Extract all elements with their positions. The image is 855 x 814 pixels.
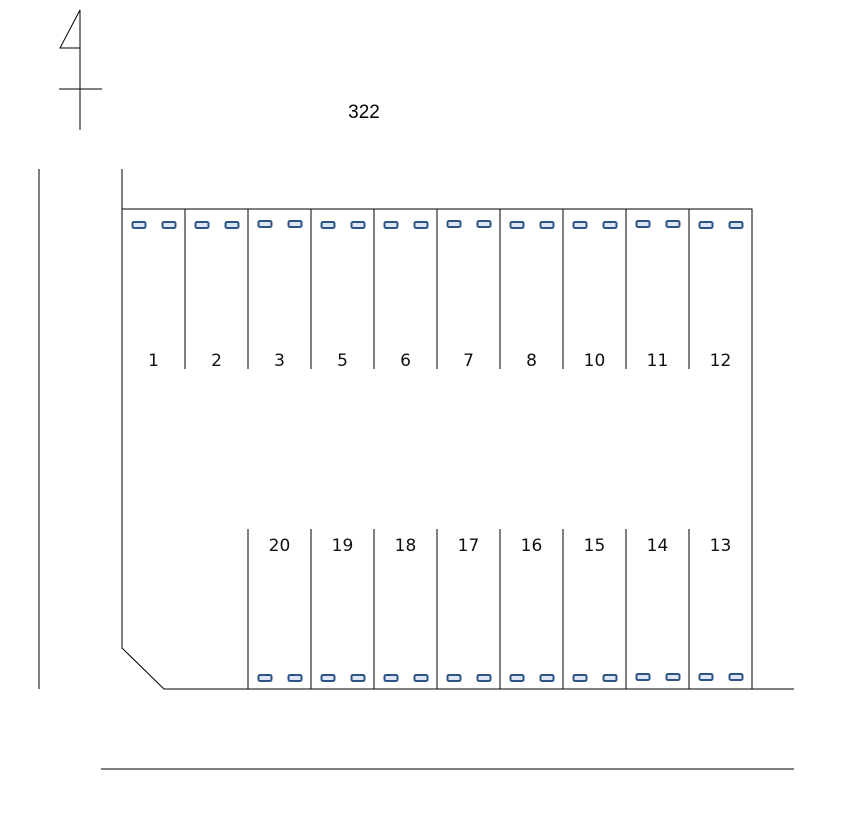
- stall-number: 17: [458, 536, 480, 556]
- wheel-stop-icon: [413, 221, 429, 229]
- wheel-stop-icon: [509, 221, 525, 229]
- bottom-row-stall-numbers: 20 19 18 17 16 15 14 13: [269, 536, 732, 556]
- wheel-stop-icon: [602, 674, 618, 682]
- wheel-stop-icon: [446, 220, 462, 228]
- wheel-stop-icon: [602, 221, 618, 229]
- wheel-stop-icon: [665, 673, 681, 681]
- stall-number: 1: [148, 351, 159, 371]
- stall-number: 14: [647, 536, 669, 556]
- wheel-stop-icon: [572, 221, 588, 229]
- wheel-stop-icon: [476, 674, 492, 682]
- wheel-stop-icon: [383, 674, 399, 682]
- wheel-stop-icon: [257, 674, 273, 682]
- wheel-stop-icon: [131, 221, 147, 229]
- wheel-stop-icon: [698, 673, 714, 681]
- stall-number: 19: [332, 536, 354, 556]
- lot-top-edge: [122, 208, 753, 689]
- wheel-stop-icon: [287, 674, 303, 682]
- wheel-stop-icon: [728, 221, 744, 229]
- wheel-stop-icon: [320, 221, 336, 229]
- wheel-stop-icon: [539, 221, 555, 229]
- top-stall-dividers: [184, 209, 690, 369]
- stall-number: 11: [647, 351, 669, 371]
- wheel-stop-icon: [287, 220, 303, 228]
- stall-number: 10: [584, 351, 606, 371]
- stall-number: 2: [211, 351, 222, 371]
- wheel-stop-icon: [350, 221, 366, 229]
- wheel-stop-icon: [224, 221, 240, 229]
- wheel-stop-icon: [635, 673, 651, 681]
- wheel-stop-icon: [539, 674, 555, 682]
- site-boundary: [38, 169, 794, 770]
- top-row-wheel-stops: [131, 220, 744, 229]
- wheel-stop-icon: [476, 220, 492, 228]
- stall-number: 15: [584, 536, 606, 556]
- wheel-stop-icon: [665, 220, 681, 228]
- wheel-stop-icon: [383, 221, 399, 229]
- wheel-stop-icon: [320, 674, 336, 682]
- wheel-stop-icon: [728, 673, 744, 681]
- stall-number: 5: [337, 351, 348, 371]
- stall-number: 12: [710, 351, 732, 371]
- stall-number: 18: [395, 536, 417, 556]
- wheel-stop-icon: [161, 221, 177, 229]
- stall-number: 6: [400, 351, 411, 371]
- wheel-stop-icon: [350, 674, 366, 682]
- wheel-stop-icon: [698, 221, 714, 229]
- bottom-row-wheel-stops: [257, 673, 744, 682]
- wheel-stop-icon: [194, 221, 210, 229]
- road-number-label: 322: [348, 102, 380, 123]
- wheel-stop-icon: [446, 674, 462, 682]
- wheel-stop-icon: [572, 674, 588, 682]
- north-arrow-icon: [59, 9, 102, 130]
- wheel-stop-icon: [257, 220, 273, 228]
- stall-number: 20: [269, 536, 291, 556]
- stall-number: 7: [463, 351, 474, 371]
- wheel-stop-icon: [635, 220, 651, 228]
- wheel-stop-icon: [413, 674, 429, 682]
- bottom-stall-dividers: [247, 529, 690, 689]
- stall-number: 3: [274, 351, 285, 371]
- stall-number: 16: [521, 536, 543, 556]
- stall-number: 8: [526, 351, 537, 371]
- wheel-stop-icon: [509, 674, 525, 682]
- lot-outline: [121, 169, 794, 690]
- stall-number: 13: [710, 536, 732, 556]
